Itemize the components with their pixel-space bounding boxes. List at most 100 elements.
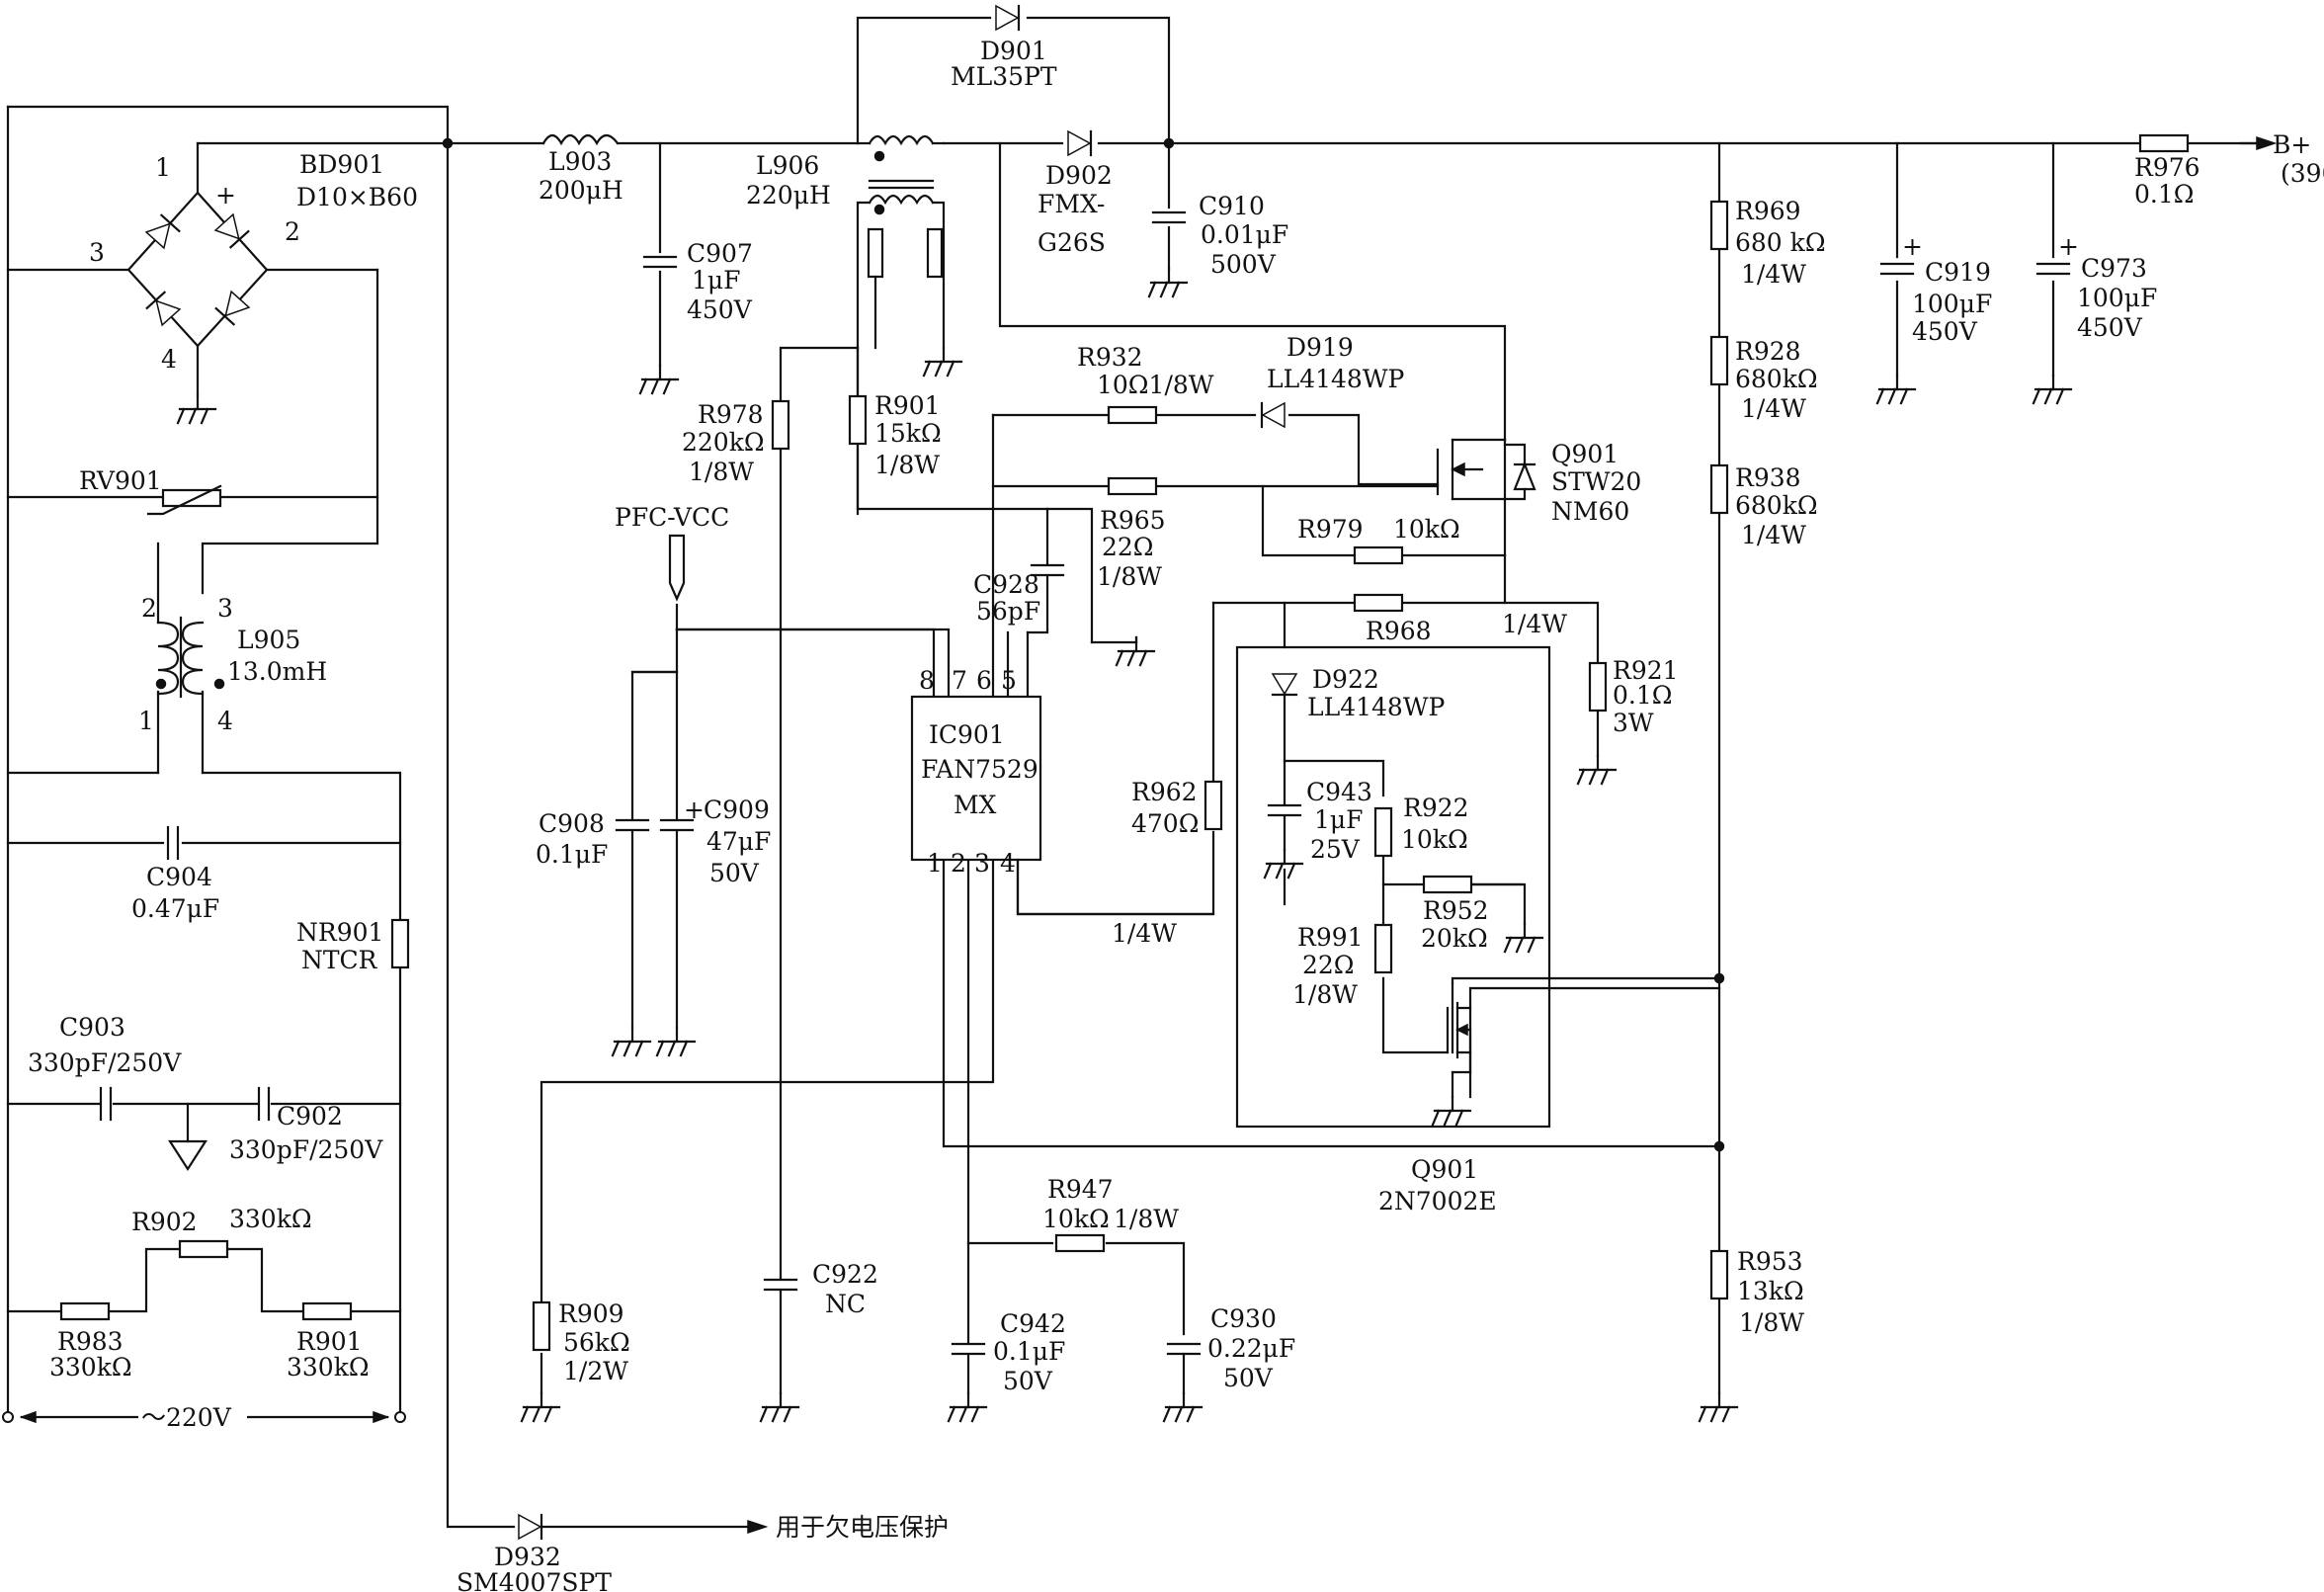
r947-value: 10kΩ [1042, 1205, 1110, 1233]
bridge-pin2: 2 [285, 217, 300, 246]
r978-value: 220kΩ [682, 428, 765, 457]
c942-ref: C942 [1000, 1309, 1066, 1338]
junction-dot [1163, 137, 1175, 149]
r976-ref: R976 [2134, 153, 2200, 182]
resistor [1353, 545, 1404, 565]
c903-value: 330pF/250V [28, 1048, 182, 1077]
r979-value: 10kΩ [1393, 515, 1460, 544]
d902-part1: FMX- [1038, 190, 1105, 218]
ground-symbol [922, 346, 963, 377]
r909-value: 56kΩ [563, 1328, 630, 1357]
resistor [1709, 200, 1729, 251]
c909-rating: 50V [709, 859, 760, 887]
d919-part: LL4148WP [1267, 365, 1404, 393]
r901-ref: R901 [874, 391, 941, 420]
pfcvcc-label: PFC-VCC [615, 503, 729, 532]
arrow-right [2256, 135, 2278, 151]
choke-ref: L905 [237, 626, 300, 654]
c909-value: 47μF [706, 827, 771, 856]
r968-power: 1/4W [1502, 610, 1567, 638]
r978-power: 1/8W [689, 458, 754, 486]
choke-pin4: 4 [217, 707, 233, 735]
pin4-wire [1016, 858, 1215, 916]
q901-part1: STW20 [1551, 467, 1641, 496]
r962-ref: R962 [1131, 778, 1198, 806]
c922-value: NC [825, 1290, 866, 1318]
resistor [178, 1239, 229, 1259]
r922-ref: R922 [1403, 794, 1469, 822]
electrolytic-capacitor [2035, 262, 2071, 276]
d902-ref: D902 [1045, 161, 1113, 190]
r991-value: 22Ω [1302, 951, 1355, 979]
r938-ref: R938 [1735, 463, 1801, 492]
resistor [1422, 875, 1473, 894]
polarity-dot [155, 678, 167, 690]
c907-value: 1μF [692, 266, 741, 294]
c943-value: 1μF [1314, 805, 1364, 834]
ground-symbol [638, 364, 680, 395]
d922-ref: D922 [1312, 665, 1379, 694]
r932-ref: R932 [1077, 343, 1143, 372]
d932-ref: D932 [494, 1543, 561, 1571]
diode [1271, 672, 1298, 697]
resistor [1709, 335, 1729, 386]
r932-value: 10Ω1/8W [1097, 371, 1214, 399]
r921-value: 0.1Ω [1613, 681, 1673, 710]
ground-symbol [1162, 1391, 1204, 1423]
ic-pin4: 4 [1000, 849, 1016, 878]
ground-symbol [1875, 374, 1917, 405]
resistor [1054, 1233, 1106, 1253]
r901b-ref: R901 [296, 1327, 363, 1356]
c908-value: 0.1μF [536, 840, 608, 869]
r901-value: 15kΩ [874, 419, 942, 448]
choke-pin1: 1 [138, 707, 154, 735]
bridge-rectifier [126, 191, 269, 348]
c907-rating: 450V [687, 295, 753, 324]
polarity-dot [873, 150, 885, 162]
c942-rating: 50V [1003, 1367, 1053, 1395]
polarity-plus: + [684, 796, 705, 824]
nr901-ref: NR901 [296, 918, 383, 947]
capacitor [257, 1086, 271, 1122]
bridge-pin3: 3 [89, 238, 105, 267]
ground-symbol [2032, 374, 2073, 405]
r969-ref: R969 [1735, 197, 1801, 225]
polarity-dot [873, 204, 885, 215]
ground-symbol [947, 1391, 988, 1423]
polarity-dot [213, 678, 225, 690]
c928-value: 56pF [976, 597, 1040, 626]
r922-value: 10kΩ [1401, 825, 1468, 854]
ic-pin7: 7 [952, 666, 967, 695]
arrow-right [373, 1410, 390, 1424]
r979-ref: R979 [1297, 515, 1364, 544]
r952-value: 20kΩ [1421, 924, 1488, 953]
ic-pin2: 2 [951, 849, 966, 878]
ground-symbol [611, 1026, 652, 1057]
diode [1066, 129, 1093, 157]
r909-power: 1/2W [563, 1357, 628, 1385]
resistor [1373, 806, 1393, 858]
varistor [146, 484, 222, 516]
choke-pin2: 2 [141, 594, 157, 623]
ic-pin1: 1 [927, 849, 943, 878]
bplus-voltage: (390V) [2281, 159, 2324, 188]
arrow-right [747, 1519, 769, 1535]
connector-tag [668, 534, 686, 602]
r965-power: 1/8W [1097, 562, 1162, 591]
r953-power: 1/8W [1739, 1308, 1804, 1337]
r901b-value: 330kΩ [287, 1353, 370, 1382]
r969-power: 1/4W [1741, 260, 1806, 289]
resistor [532, 1300, 551, 1352]
mains-terminal [2, 1411, 14, 1423]
c942-value: 0.1μF [993, 1337, 1065, 1366]
c908-ref: C908 [539, 809, 605, 838]
l906-value: 220μH [746, 181, 831, 209]
d902-part2: G26S [1038, 228, 1106, 257]
c973-rating: 450V [2077, 313, 2143, 342]
r947-power: 1/8W [1114, 1205, 1179, 1233]
arrow-left [19, 1410, 37, 1424]
diode [994, 4, 1021, 32]
resistor [1709, 463, 1729, 515]
r953-ref: R953 [1737, 1247, 1803, 1276]
c903-ref: C903 [59, 1013, 125, 1042]
